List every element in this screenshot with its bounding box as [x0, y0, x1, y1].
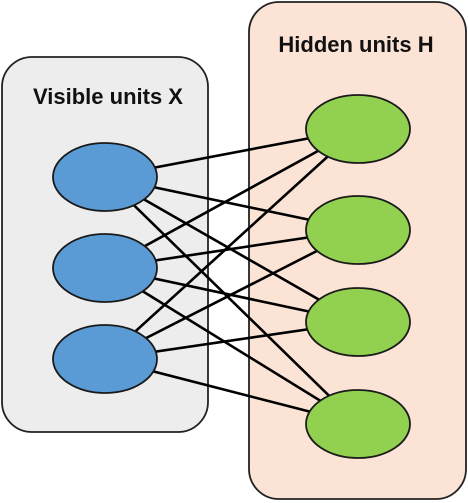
edge-v3-h1	[104, 128, 359, 360]
hidden-unit-3	[305, 287, 411, 357]
unit-group	[52, 94, 411, 459]
edge-v2-h1	[104, 127, 359, 270]
visible-unit-2	[52, 233, 158, 303]
hidden-unit-2	[305, 195, 411, 265]
hidden-unit-1	[305, 94, 411, 164]
edge-v1-h4	[104, 176, 359, 425]
visible-unit-1	[52, 142, 158, 212]
edge-v2-h4	[104, 266, 359, 426]
hidden-unit-4	[305, 389, 411, 459]
hidden-units-label: Hidden units H	[278, 32, 433, 57]
visible-unit-3	[52, 324, 158, 394]
edge-v3-h2	[104, 228, 359, 361]
visible-units-label: Visible units X	[33, 84, 183, 109]
